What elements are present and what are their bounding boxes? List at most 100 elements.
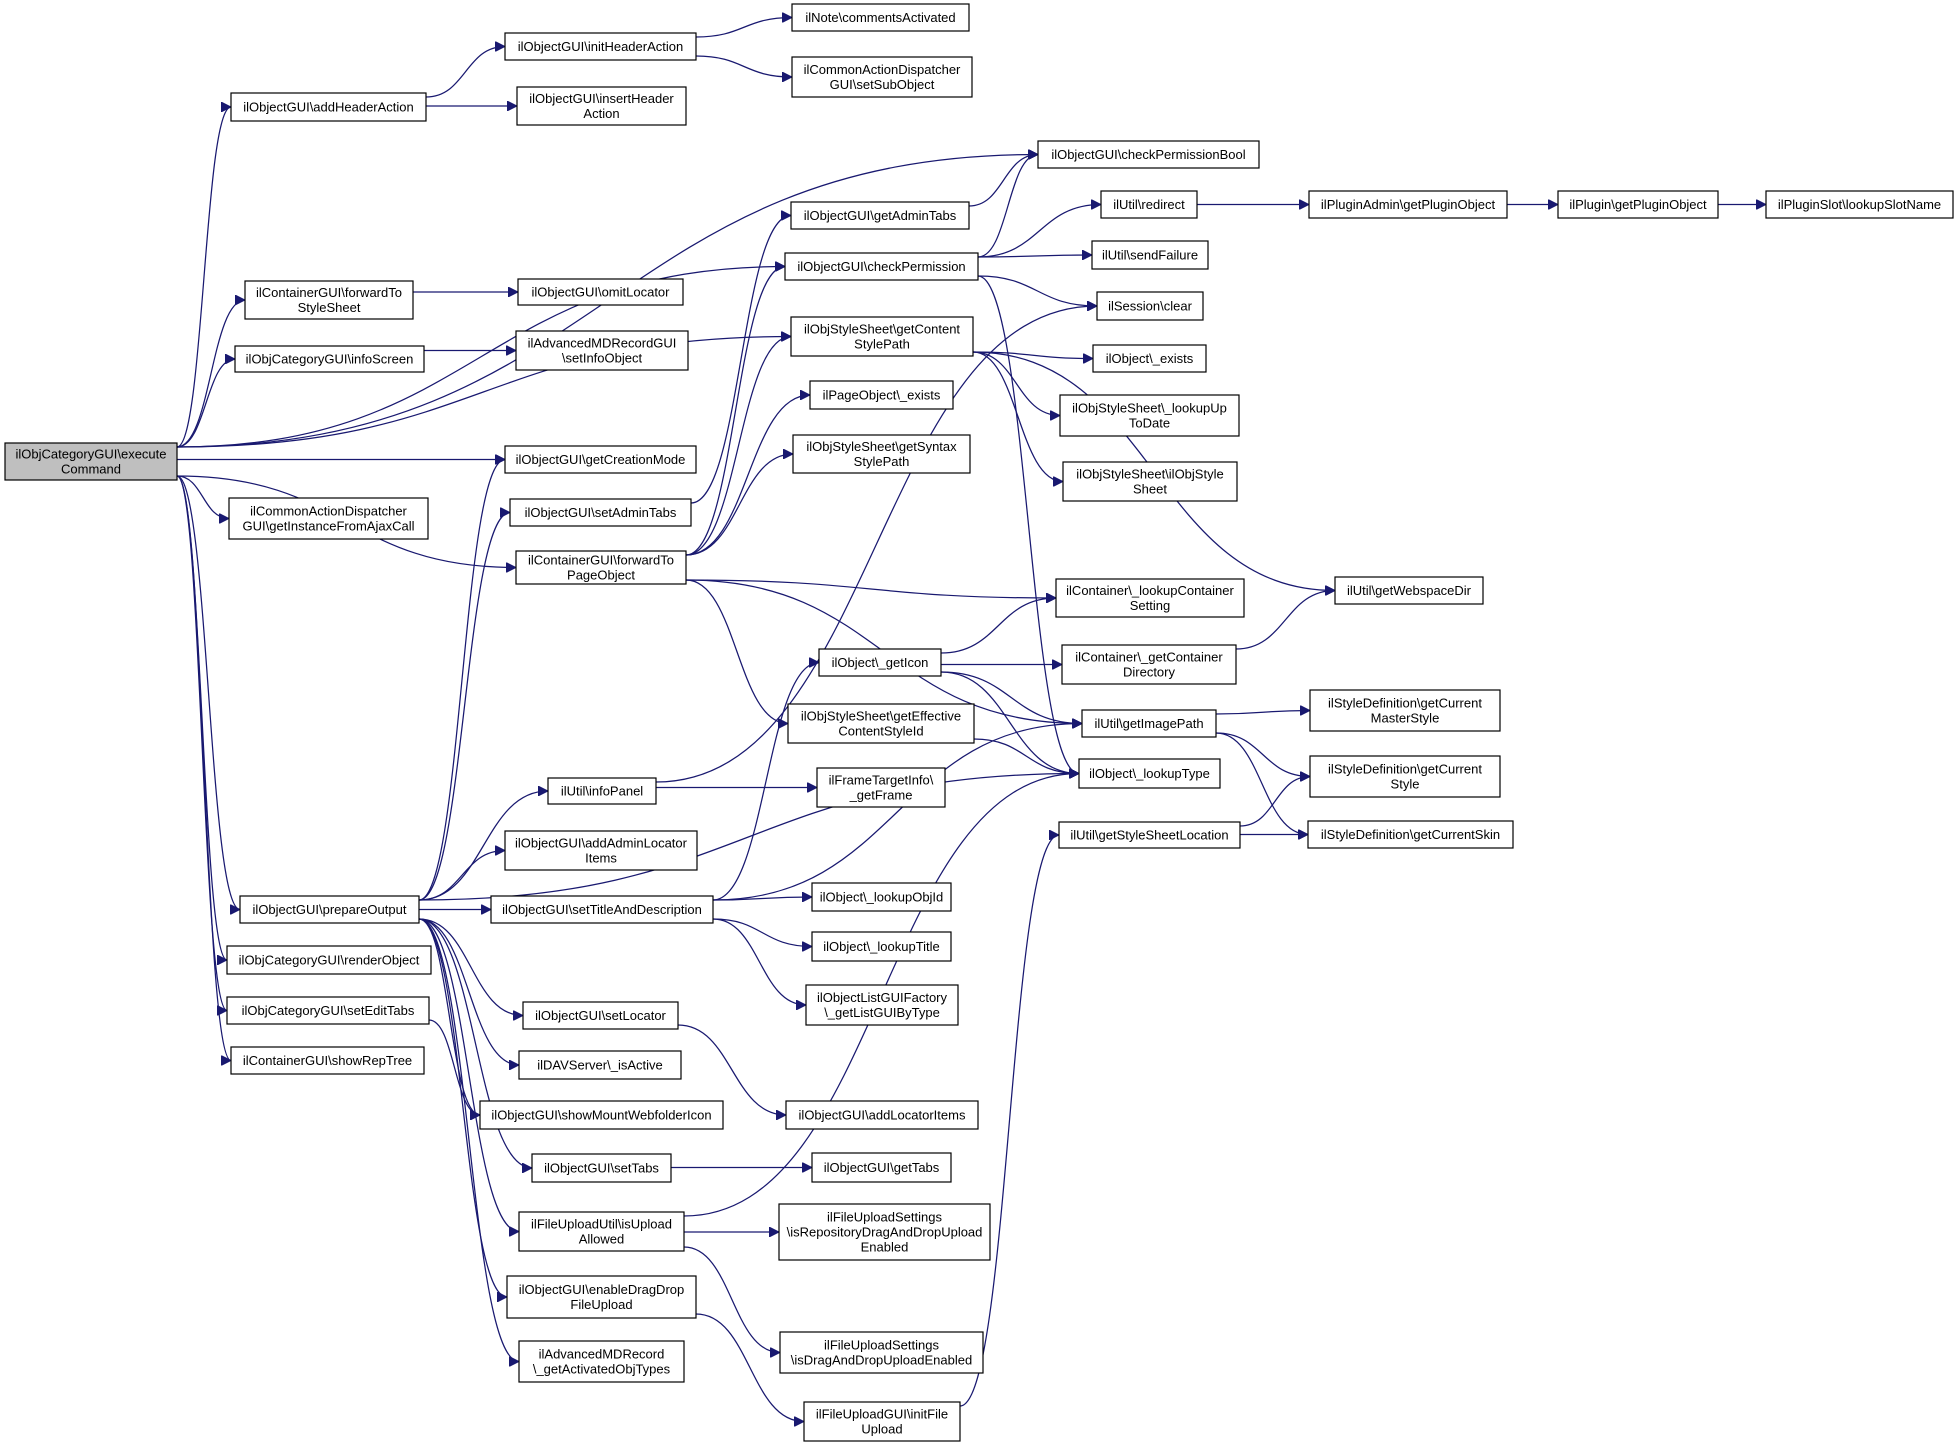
- node-sendFailure[interactable]: ilUtil\sendFailure: [1091, 240, 1209, 270]
- node-getPluginObject[interactable]: ilPlugin\getPluginObject: [1557, 190, 1719, 219]
- node-ilObjStyleSheetCtor[interactable]: ilObjStyleSheet\ilObjStyleSheet: [1062, 461, 1238, 502]
- node-getCreationMode[interactable]: ilObjectGUI\getCreationMode: [504, 445, 697, 474]
- node-getImagePath[interactable]: ilUtil\getImagePath: [1081, 709, 1217, 738]
- node-infoPanel[interactable]: ilUtil\infoPanel: [547, 777, 657, 805]
- node-label: ilObjectGUI\getTabs: [824, 1160, 940, 1175]
- edge-infoPanel-to-sessionClear: [655, 306, 1097, 783]
- node-box: [1765, 190, 1954, 219]
- node-commentsActivated[interactable]: ilNote\commentsActivated: [791, 3, 970, 32]
- node-lookupTitle[interactable]: ilObject\_lookupTitle: [811, 931, 952, 962]
- node-getCurrentSkin[interactable]: ilStyleDefinition\getCurrentSkin: [1307, 820, 1514, 849]
- node-lookupType[interactable]: ilObject\_lookupType: [1078, 758, 1221, 789]
- node-objectExists[interactable]: ilObject\_exists: [1092, 344, 1207, 373]
- node-box: [1055, 578, 1245, 618]
- node-getEffectiveContentStyleId[interactable]: ilObjStyleSheet\getEffectiveContentStyle…: [787, 703, 975, 744]
- edge-executeCommand-to-addHeaderAction: [176, 107, 232, 448]
- node-addLocatorItems[interactable]: ilObjectGUI\addLocatorItems: [785, 1100, 979, 1130]
- node-setAdminTabs[interactable]: ilObjectGUI\setAdminTabs: [509, 498, 692, 527]
- node-label: ilObjectGUI\initHeaderAction: [518, 39, 683, 54]
- node-omitLocator[interactable]: ilObjectGUI\omitLocator: [517, 278, 684, 306]
- edge-prepareOutput-to-getActivatedObjTypes: [418, 918, 520, 1362]
- node-getTabs[interactable]: ilObjectGUI\getTabs: [811, 1152, 952, 1183]
- node-checkPermission[interactable]: ilObjectGUI\checkPermission: [784, 252, 979, 281]
- node-getIcon[interactable]: ilObject\_getIcon: [818, 648, 942, 677]
- node-box: [515, 330, 689, 371]
- node-getInstanceFromAjaxCall[interactable]: ilCommonActionDispatcherGUI\getInstanceF…: [228, 497, 429, 540]
- node-showMountWebfolderIcon[interactable]: ilObjectGUI\showMountWebfolderIcon: [479, 1100, 724, 1130]
- node-prepareOutput[interactable]: ilObjectGUI\prepareOutput: [239, 895, 420, 924]
- node-label: Style: [1391, 777, 1420, 792]
- node-lookupSlotName[interactable]: ilPluginSlot\lookupSlotName: [1765, 190, 1954, 219]
- node-getAdminTabs[interactable]: ilObjectGUI\getAdminTabs: [790, 201, 970, 230]
- node-sessionClear[interactable]: ilSession\clear: [1096, 291, 1204, 321]
- node-setTabs[interactable]: ilObjectGUI\setTabs: [531, 1153, 672, 1183]
- node-setEditTabs[interactable]: ilObjCategoryGUI\setEditTabs: [226, 996, 430, 1025]
- node-pageObjectExists[interactable]: ilPageObject\_exists: [809, 380, 954, 410]
- edge-executeCommand-to-forwardToStyleSheet: [176, 300, 246, 448]
- edge-setTitleAndDescription-to-getListGUIByType: [712, 918, 806, 1005]
- node-getPluginObjectAdmin[interactable]: ilPluginAdmin\getPluginObject: [1308, 190, 1508, 219]
- edge-prepareOutput-to-setTabs: [418, 918, 532, 1168]
- node-addHeaderAction[interactable]: ilObjectGUI\addHeaderAction: [230, 92, 427, 122]
- node-isRepositoryDragAndDropUploadEnabled[interactable]: ilFileUploadSettings\isRepositoryDragAnd…: [778, 1203, 991, 1261]
- edge-checkPermission-to-redirect: [977, 205, 1101, 258]
- node-label: ilPlugin\getPluginObject: [1569, 197, 1707, 212]
- node-getListGUIByType[interactable]: ilObjectListGUIFactory\_getListGUIByType: [805, 984, 959, 1026]
- node-initHeaderAction[interactable]: ilObjectGUI\initHeaderAction: [504, 32, 697, 61]
- node-label: StyleSheet: [298, 300, 361, 315]
- node-checkPermissionBool[interactable]: ilObjectGUI\checkPermissionBool: [1037, 140, 1260, 169]
- node-box: [504, 830, 698, 871]
- node-isDragAndDropUploadEnabled[interactable]: ilFileUploadSettings\isDragAndDropUpload…: [779, 1331, 984, 1374]
- node-davIsActive[interactable]: ilDAVServer\_isActive: [518, 1050, 682, 1080]
- node-renderObject[interactable]: ilObjCategoryGUI\renderObject: [226, 945, 432, 975]
- edge-getIcon-to-getImagePath: [940, 671, 1082, 724]
- node-label: ilObjectGUI\setLocator: [535, 1008, 666, 1023]
- node-getFrame[interactable]: ilFrameTargetInfo\_getFrame: [816, 767, 946, 808]
- node-setInfoObject[interactable]: ilAdvancedMDRecordGUI\setInfoObject: [515, 330, 689, 371]
- edge-setEditTabs-to-showMountWebfolderIcon: [428, 1019, 481, 1115]
- node-setTitleAndDescription[interactable]: ilObjectGUI\setTitleAndDescription: [490, 895, 714, 924]
- node-label: ilContainerGUI\forwardTo: [528, 553, 674, 568]
- node-showRepTree[interactable]: ilContainerGUI\showRepTree: [230, 1046, 425, 1075]
- node-label: ilObject\_lookupType: [1089, 766, 1210, 781]
- edge-getContainerDirectory-to-getWebspaceDir: [1235, 591, 1335, 650]
- edge-getAdminTabs-to-checkPermissionBool: [968, 155, 1038, 207]
- node-label: MasterStyle: [1371, 711, 1440, 726]
- node-box: [1078, 758, 1221, 789]
- node-label: ilFileUploadGUI\initFile: [816, 1407, 948, 1422]
- node-infoScreen[interactable]: ilObjCategoryGUI\infoScreen: [234, 345, 425, 373]
- node-box: [1309, 755, 1501, 798]
- node-redirect[interactable]: ilUtil\redirect: [1100, 190, 1198, 219]
- node-getActivatedObjTypes[interactable]: ilAdvancedMDRecord\_getActivatedObjTypes: [518, 1340, 685, 1383]
- edge-forwardToPageObject-to-getSyntaxStylePath: [685, 454, 793, 556]
- edge-executeCommand-to-infoScreen: [176, 359, 236, 448]
- edge-setAdminTabs-to-getAdminTabs: [690, 216, 791, 504]
- node-getWebspaceDir[interactable]: ilUtil\getWebspaceDir: [1334, 576, 1484, 605]
- node-box: [1062, 461, 1238, 502]
- node-box: [1061, 644, 1237, 685]
- node-label: GUI\setSubObject: [830, 77, 935, 92]
- node-setLocator[interactable]: ilObjectGUI\setLocator: [522, 1001, 679, 1030]
- edge-initHeaderAction-to-setSubObject: [695, 55, 792, 77]
- node-lookupObjId[interactable]: ilObject\_lookupObjId: [811, 882, 952, 912]
- node-box: [226, 996, 430, 1025]
- node-getStyleSheetLocation[interactable]: ilUtil\getStyleSheetLocation: [1058, 821, 1241, 849]
- edge-getImagePath-to-getCurrentSkin: [1215, 732, 1308, 835]
